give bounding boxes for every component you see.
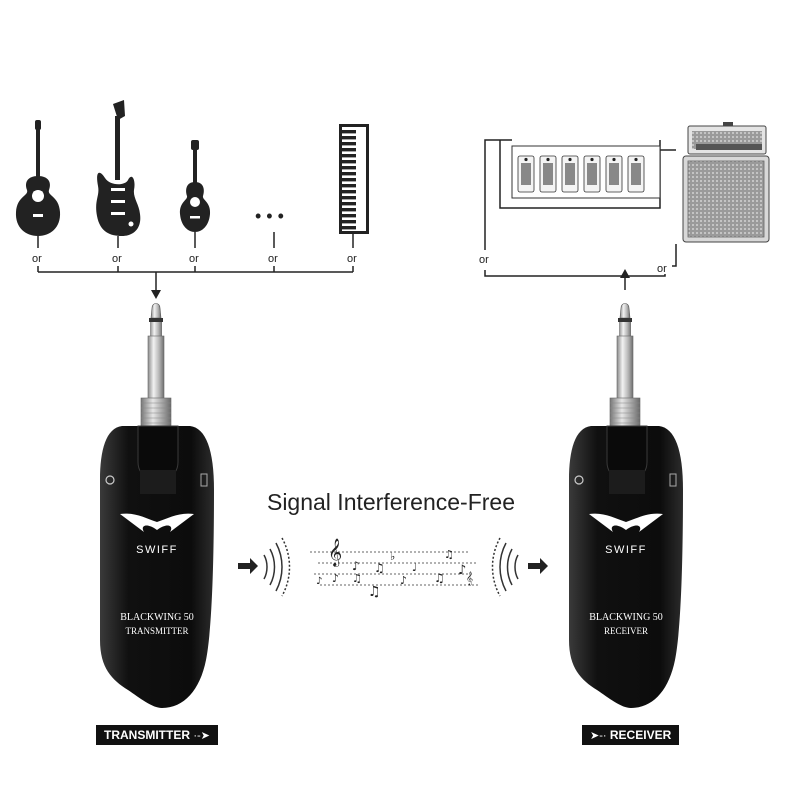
pedal-knob — [634, 157, 638, 162]
keyboard-key — [342, 166, 356, 170]
device-brand: SWIFF — [605, 544, 647, 556]
right-arrow-icon — [238, 558, 258, 574]
music-staff-icon — [310, 551, 480, 586]
amplifier-icon — [682, 122, 770, 243]
or-label: or — [268, 253, 278, 265]
pedal-knob — [546, 157, 550, 162]
pedal-knob — [612, 157, 616, 162]
keyboard-key — [342, 130, 356, 134]
svg-text:♪: ♪ — [458, 563, 466, 578]
device-brand: SWIFF — [136, 544, 178, 556]
pedal-art — [543, 163, 553, 185]
pedal-knob — [568, 157, 572, 162]
pedal-art — [609, 163, 619, 185]
pedal-knob — [590, 157, 594, 162]
receiver-device: SWIFF BLACKWING 50 RECEIVER — [569, 425, 683, 708]
ukulele-icon — [179, 140, 211, 232]
svg-text:♫: ♫ — [444, 548, 454, 561]
transmitter-device: SWIFF BLACKWING 50 TRANSMITTER — [100, 425, 214, 708]
headline: Signal Interference-Free — [267, 489, 515, 515]
receiver-tag: ➤-· RECEIVER — [582, 725, 680, 745]
receive-waves-icon — [491, 537, 519, 597]
pedal-knob — [524, 157, 528, 162]
acoustic-guitar-icon — [15, 120, 61, 236]
svg-text:♭: ♭ — [390, 550, 395, 563]
keyboard-key — [342, 220, 356, 224]
electric-guitar-icon — [96, 100, 141, 236]
or-label: or — [189, 253, 199, 265]
keyboard-icon — [339, 124, 369, 234]
or-label: or — [32, 253, 42, 265]
keyboard-key — [342, 190, 356, 194]
receiver-tag-label: RECEIVER — [609, 728, 672, 742]
music-notes-icon: 𝄞 ♭ ♫ ♪ ♫ ♩ ♪ ♪ ♫ ♪ ♫ 𝄞 ♫ ♪ — [316, 538, 473, 600]
keyboard-key — [342, 172, 356, 176]
keyboard-key — [342, 226, 356, 230]
svg-text:♪: ♪ — [352, 559, 360, 573]
receiver-jack — [609, 303, 641, 433]
device-model: BLACKWING 50 — [589, 612, 663, 623]
transmit-waves-icon — [263, 537, 291, 597]
svg-text:𝄞: 𝄞 — [328, 538, 342, 567]
device-role: TRANSMITTER — [126, 626, 189, 636]
svg-text:♪: ♪ — [316, 576, 322, 587]
right-arrow-icon — [528, 558, 548, 574]
keyboard-key — [342, 202, 356, 206]
svg-text:𝄞: 𝄞 — [466, 571, 473, 585]
keyboard-key — [342, 214, 356, 218]
effects-pedalboard-icon — [511, 145, 661, 199]
svg-text:♫: ♫ — [368, 584, 381, 600]
keyboard-key — [342, 208, 356, 212]
keyboard-key — [342, 136, 356, 140]
arrow-right-icon: ·-➤ — [193, 730, 210, 742]
or-label: or — [347, 253, 357, 265]
keyboard-key — [342, 154, 356, 158]
device-model: BLACKWING 50 — [120, 612, 194, 623]
transmitter-tag-label: TRANSMITTER — [104, 728, 190, 742]
pedal-art — [631, 163, 641, 185]
svg-text:♪: ♪ — [400, 574, 407, 587]
arrow-right-icon: ➤-· — [590, 730, 607, 742]
swiff-logo-icon — [589, 513, 663, 532]
pedal-art — [565, 163, 575, 185]
or-label: or — [479, 254, 489, 266]
keyboard-key — [342, 142, 356, 146]
keyboard-key — [342, 196, 356, 200]
pedal-art — [587, 163, 597, 185]
up-arrow-icon — [620, 269, 630, 278]
swiff-logo-icon — [120, 513, 194, 532]
or-label: or — [657, 263, 667, 275]
keyboard-key — [342, 178, 356, 182]
svg-text:♫: ♫ — [352, 572, 362, 585]
or-label: or — [112, 253, 122, 265]
input-wiring — [37, 232, 354, 292]
svg-text:♪: ♪ — [332, 572, 339, 585]
keyboard-key — [342, 160, 356, 164]
svg-text:♩: ♩ — [412, 561, 417, 574]
device-role: RECEIVER — [604, 626, 648, 636]
keyboard-key — [342, 184, 356, 188]
transmitter-tag: TRANSMITTER ·-➤ — [96, 725, 218, 745]
more-instruments-ellipsis: • • • — [255, 206, 284, 226]
pedal-art — [521, 163, 531, 185]
down-arrow-icon — [151, 290, 161, 299]
keyboard-key — [342, 148, 356, 152]
svg-text:♫: ♫ — [434, 571, 445, 585]
svg-text:♫: ♫ — [374, 561, 385, 575]
transmitter-jack — [140, 303, 172, 433]
